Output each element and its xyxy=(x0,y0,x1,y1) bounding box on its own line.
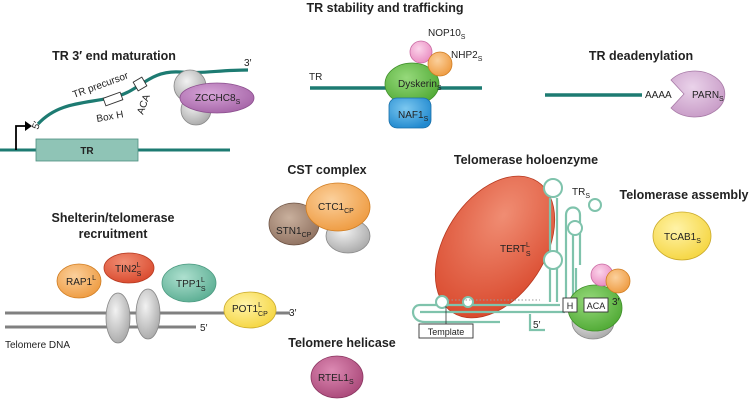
nhp2-protein xyxy=(427,51,453,77)
rap1-protein xyxy=(56,263,102,299)
stem-loop-2 xyxy=(567,220,583,236)
panel-telomerase-assembly: Telomerase assembly TCAB1S xyxy=(619,188,749,261)
shelterin-title-1: Shelterin/telomerase xyxy=(52,211,175,225)
cab-loop xyxy=(588,198,602,212)
holo-five-prime: 5′ xyxy=(533,320,541,331)
naf1-protein xyxy=(388,97,432,129)
holo-nhp2 xyxy=(605,268,631,294)
pot1-protein xyxy=(223,291,277,329)
naf1-label: NAF1S xyxy=(398,110,429,123)
trf1-protein xyxy=(105,292,131,344)
tr-label: TR xyxy=(309,72,322,83)
tr-three-prime: 3′ xyxy=(244,58,252,69)
tcab1-protein xyxy=(652,211,712,261)
panel-shelterin: Shelterin/telomerase recruitment RAP1L T… xyxy=(5,211,297,351)
telomere-dna-label: Telomere DNA xyxy=(5,340,70,351)
nop10-label: NOP10S xyxy=(428,28,466,41)
ctc1-protein xyxy=(305,182,371,232)
dyskerin-label: DyskerinS xyxy=(398,79,442,92)
rap1-label: RAP1L xyxy=(66,275,96,288)
ctc1-label: CTC1CP xyxy=(318,202,354,215)
cst-title: CST complex xyxy=(287,163,366,177)
cr4-loop xyxy=(543,178,563,198)
holo-title: Telomerase holoenzyme xyxy=(454,153,598,167)
aaaa-label: AAAA xyxy=(645,90,672,101)
template-label: Template xyxy=(428,327,465,337)
tr-gene-label: TR xyxy=(80,146,94,157)
tin2-protein xyxy=(103,252,155,284)
promoter-arrow xyxy=(15,125,28,150)
zcchc8-label: ZCCHC8S xyxy=(195,93,241,106)
aca-box xyxy=(583,297,609,313)
tr-stability-title: TR stability and trafficking xyxy=(307,1,464,15)
assembly-title: Telomerase assembly xyxy=(619,188,748,202)
h-box xyxy=(562,297,578,313)
tr-gene-box xyxy=(35,138,139,162)
tr-end-title: TR 3′ end maturation xyxy=(52,49,176,63)
pseudoknot-loop xyxy=(462,296,474,308)
tcab1-label: TCAB1S xyxy=(664,232,701,245)
tpp1-protein xyxy=(161,263,217,303)
panel-tr-stability: TR stability and trafficking TR Dyskerin… xyxy=(307,1,483,129)
stem-loop-1 xyxy=(543,250,563,270)
h-label: H xyxy=(567,301,574,311)
holo-aca-label: ACA xyxy=(587,301,606,311)
box-h-element xyxy=(102,91,124,107)
panel-cst-complex: CST complex CTC1CP STN1CP xyxy=(268,163,371,254)
parn-protein xyxy=(670,70,726,118)
dna-five-prime: 5′ xyxy=(200,323,208,334)
panel-tr-end-maturation: TR 3′ end maturation TR 5′ TR precursor … xyxy=(0,49,255,162)
nop10-protein xyxy=(409,40,433,64)
tr-dead-title: TR deadenylation xyxy=(589,49,693,63)
zcchc8-protein xyxy=(179,82,255,114)
panel-telomere-helicase: Telomere helicase RTEL1S xyxy=(288,336,396,399)
stn1-label: STN1CP xyxy=(276,226,312,239)
aca-element xyxy=(132,76,148,92)
promoter-arrowhead xyxy=(25,121,32,131)
shelterin-title-2: recruitment xyxy=(79,227,149,241)
dna-three-prime: 3′ xyxy=(289,308,297,319)
rtel1-protein xyxy=(310,355,364,399)
parn-label: PARNS xyxy=(692,90,724,103)
tr-five-prime: 5′ xyxy=(30,120,43,131)
panel-tr-deadenylation: TR deadenylation AAAA PARNS xyxy=(545,49,726,118)
trf2-protein xyxy=(135,288,161,340)
template-bulge xyxy=(435,295,449,309)
nhp2-label: NHP2S xyxy=(451,50,483,63)
holo-tr-label: TRS xyxy=(572,187,590,200)
rtel1-label: RTEL1S xyxy=(318,373,354,386)
holo-three-prime: 3′ xyxy=(612,297,620,308)
aca-label: ACA xyxy=(135,93,152,116)
helicase-title: Telomere helicase xyxy=(288,336,396,350)
box-h-label: Box H xyxy=(96,109,125,125)
